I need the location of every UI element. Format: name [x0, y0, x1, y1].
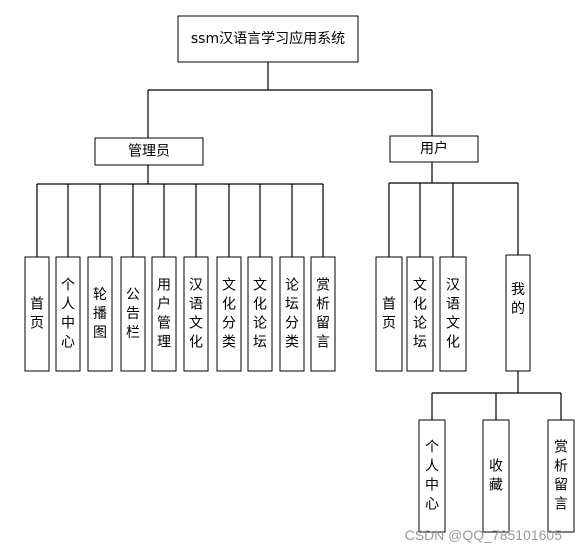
- mine-child-3: 赏析留言: [547, 419, 575, 533]
- root-node: ssm汉语言学习应用系统: [177, 15, 359, 63]
- admin-child-4-label: 公告栏: [126, 287, 140, 341]
- admin-child-1-box: [24, 256, 50, 372]
- user-child-3-label: 汉语文化: [446, 278, 460, 351]
- mine-child-1: 个人中心: [418, 419, 446, 533]
- user-node: 用户: [389, 135, 479, 163]
- admin-child-2-label: 个人中心: [61, 278, 75, 351]
- admin-child-3-label: 轮播图: [93, 287, 107, 341]
- user-child-mine-label: 我的: [511, 282, 525, 317]
- user-node-label: 用户: [420, 140, 448, 157]
- admin-child-5: 用户管理: [151, 256, 177, 372]
- admin-child-10-box: [310, 256, 336, 372]
- user-child-3: 汉语文化: [439, 256, 467, 372]
- user-child-mine: 我的: [505, 254, 531, 372]
- user-child-1: 首页: [375, 256, 403, 372]
- admin-child-3-box: [87, 256, 113, 372]
- csdn-watermark: CSDN @QQ_785101605: [404, 527, 562, 543]
- root-node-label: ssm汉语言学习应用系统: [191, 30, 345, 47]
- admin-child-6-box: [183, 256, 209, 372]
- mine-child-2: 收藏: [482, 419, 510, 533]
- admin-child-4-box: [120, 256, 146, 372]
- mine-child-2-label: 收藏: [489, 459, 503, 494]
- user-child-2-box: [406, 256, 434, 372]
- admin-child-10: 赏析留言: [310, 256, 336, 372]
- admin-child-9: 论坛分类: [279, 256, 305, 372]
- admin-child-1: 首页: [24, 256, 50, 372]
- admin-node: 管理员: [94, 137, 204, 166]
- user-child-2-label: 文化论坛: [413, 278, 427, 351]
- mine-child-1-box: [418, 419, 446, 533]
- admin-child-5-box: [151, 256, 177, 372]
- admin-child-7-box: [216, 256, 242, 372]
- user-child-mine-box: [505, 254, 531, 372]
- admin-node-label: 管理员: [128, 144, 170, 160]
- admin-child-8: 文化论坛: [247, 256, 273, 372]
- admin-child-1-label: 首页: [30, 297, 44, 332]
- root-node-box: [177, 15, 359, 63]
- admin-node-box: [94, 137, 204, 166]
- admin-child-6-label: 汉语文化: [189, 278, 203, 351]
- admin-child-8-box: [247, 256, 273, 372]
- admin-child-3: 轮播图: [87, 256, 113, 372]
- admin-child-2: 个人中心: [55, 256, 81, 372]
- admin-child-10-label: 赏析留言: [316, 278, 330, 351]
- admin-child-5-label: 用户管理: [157, 278, 171, 351]
- connector-lines: [36, 62, 562, 420]
- admin-child-8-label: 文化论坛: [253, 278, 267, 351]
- admin-child-7-label: 文化分类: [222, 278, 236, 351]
- diagram-nodes: ssm汉语言学习应用系统管理员用户首页个人中心轮播图公告栏用户管理汉语文化文化分…: [24, 15, 575, 533]
- admin-child-4: 公告栏: [120, 256, 146, 372]
- admin-child-9-box: [279, 256, 305, 372]
- user-child-1-label: 首页: [382, 297, 396, 332]
- mine-child-3-box: [547, 419, 575, 533]
- mine-child-3-label: 赏析留言: [554, 440, 568, 513]
- user-child-1-box: [375, 256, 403, 372]
- admin-child-9-label: 论坛分类: [285, 278, 299, 351]
- admin-child-7: 文化分类: [216, 256, 242, 372]
- admin-child-6: 汉语文化: [183, 256, 209, 372]
- mine-child-1-label: 个人中心: [425, 440, 439, 513]
- mine-child-2-box: [482, 419, 510, 533]
- user-node-box: [389, 135, 479, 163]
- user-child-3-box: [439, 256, 467, 372]
- admin-child-2-box: [55, 256, 81, 372]
- user-child-2: 文化论坛: [406, 256, 434, 372]
